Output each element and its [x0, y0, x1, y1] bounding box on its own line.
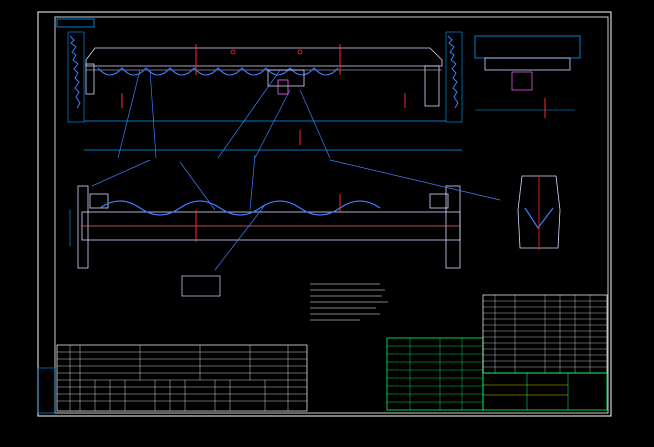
right-wall-pattern — [447, 35, 459, 109]
bolt-marker-2 — [297, 49, 303, 55]
side-frame — [474, 35, 581, 59]
main-girder — [85, 47, 443, 67]
end-carriage-left — [85, 63, 95, 95]
leader-lines-top — [117, 69, 331, 159]
right-wall-hatch — [445, 31, 463, 123]
plan-end-left — [77, 185, 89, 269]
side-hoist — [511, 71, 533, 91]
festoon-cable — [97, 67, 339, 76]
drive-motor-right — [429, 193, 449, 209]
side-view — [474, 35, 581, 118]
side-girder — [484, 57, 571, 71]
section-web — [524, 207, 554, 230]
drive-motor-left — [89, 193, 109, 209]
parts-list — [482, 294, 608, 411]
left-wall-hatch — [67, 31, 85, 123]
sheet-border-outer — [37, 11, 612, 417]
left-wall-pattern — [69, 35, 81, 109]
technical-notes — [310, 283, 388, 321]
parameter-table — [37, 344, 308, 414]
plan-leaders — [91, 154, 501, 271]
detail-box — [181, 275, 221, 297]
plan-festoon — [99, 200, 381, 216]
title-block-green — [386, 337, 484, 411]
end-carriage-right — [424, 65, 440, 107]
main-title-block — [482, 372, 608, 411]
sheet-border-inner — [54, 16, 609, 414]
section-box — [517, 175, 561, 249]
front-elevation-view — [67, 31, 463, 159]
plan-end-right — [445, 185, 461, 269]
section-view — [517, 175, 561, 250]
side-tag-blue — [37, 367, 56, 414]
bolt-marker-1 — [230, 49, 236, 55]
hoist-trolley — [267, 69, 305, 87]
drawing-tag-box — [56, 18, 95, 28]
plan-view — [69, 154, 501, 297]
hoist-drum — [277, 79, 289, 95]
